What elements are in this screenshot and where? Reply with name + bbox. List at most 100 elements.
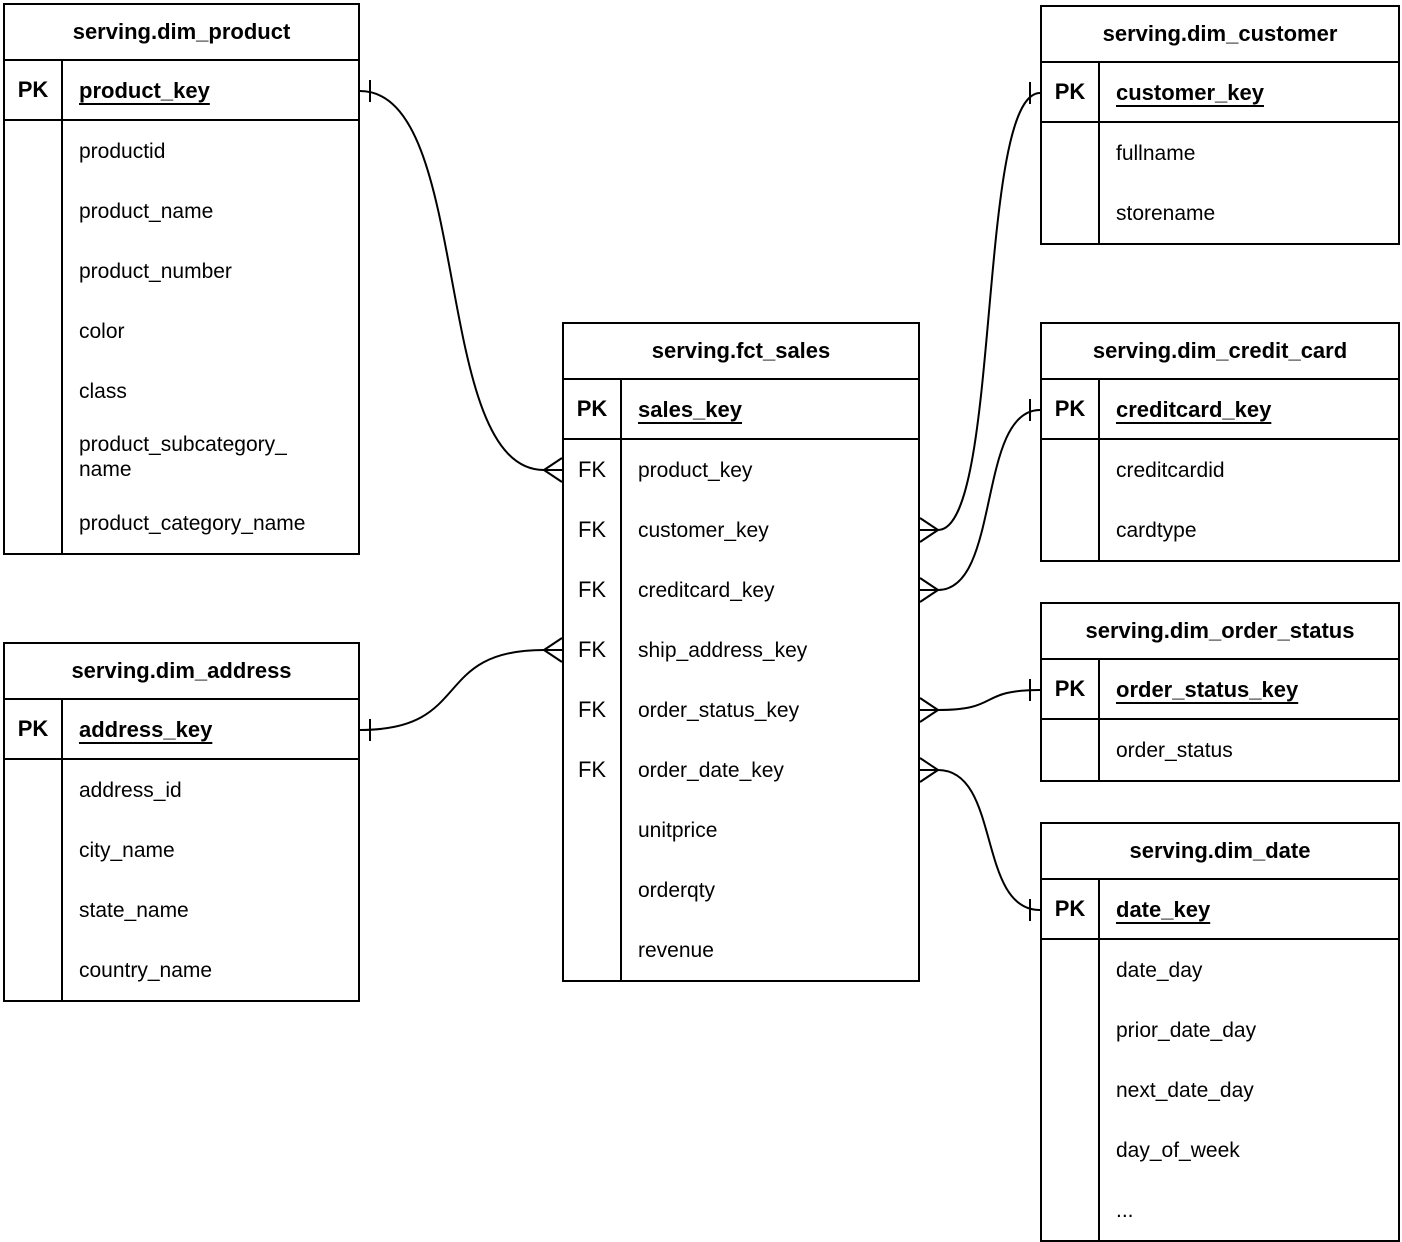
key-cell-empty (5, 820, 63, 880)
field-name: customer_key (638, 518, 769, 542)
relationship-dim-credit-card-creditcard_key (919, 399, 1041, 603)
key-cell-empty (1042, 1000, 1100, 1060)
field-row: class (5, 361, 358, 421)
field-name: ship_address_key (638, 638, 808, 662)
field-name: productid (79, 139, 166, 163)
field-name: product_number (79, 259, 232, 283)
field-row: ... (1042, 1180, 1398, 1240)
relationship-line (937, 409, 1041, 591)
field-name: cardtype (1116, 518, 1197, 542)
field-row: unitprice (564, 800, 918, 860)
field-row: product_category_name (5, 493, 358, 553)
fk-label: FK (564, 500, 622, 560)
field-row: FK order_date_key (564, 740, 918, 800)
field-row: product_subcategory_ name (5, 421, 358, 493)
field-name: creditcard_key (1116, 396, 1272, 422)
field-name: state_name (79, 898, 189, 922)
relationship-dim-product-product_key (359, 80, 563, 483)
field-name: product_key (79, 77, 210, 103)
field-row: fullname (1042, 123, 1398, 183)
field-row: day_of_week (1042, 1120, 1398, 1180)
fk-label: FK (564, 440, 622, 500)
field-row: next_date_day (1042, 1060, 1398, 1120)
key-cell-empty (5, 760, 63, 820)
field-name: revenue (638, 938, 714, 962)
field-name: ... (1116, 1198, 1134, 1222)
relationship-line (937, 769, 1041, 911)
fk-label: FK (564, 560, 622, 620)
field-name: creditcard_key (638, 578, 775, 602)
field-name: date_day (1116, 958, 1203, 982)
field-row: city_name (5, 820, 358, 880)
field-row: color (5, 301, 358, 361)
key-cell-empty (1042, 1060, 1100, 1120)
field-name: storename (1116, 201, 1216, 225)
key-cell-empty (1042, 123, 1100, 183)
key-cell-empty (5, 361, 63, 421)
key-cell-empty (564, 860, 622, 920)
relationship-line (937, 689, 1041, 711)
field-row: FK customer_key (564, 500, 918, 560)
fk-label: FK (564, 740, 622, 800)
relationship-line (937, 92, 1041, 531)
field-name: product_name (79, 199, 214, 223)
pk-row: PK creditcard_key (1042, 380, 1398, 440)
key-cell-empty (1042, 440, 1100, 500)
field-row: product_name (5, 181, 358, 241)
entity-title: serving.dim_credit_card (1042, 324, 1398, 380)
field-row: prior_date_day (1042, 1000, 1398, 1060)
field-name: sales_key (638, 396, 742, 422)
field-row: order_status (1042, 720, 1398, 780)
field-name: class (79, 379, 127, 403)
key-cell-empty (5, 121, 63, 181)
field-name: order_status (1116, 738, 1233, 762)
field-row: product_number (5, 241, 358, 301)
key-cell-empty (5, 241, 63, 301)
key-cell-empty (5, 421, 63, 493)
key-cell-empty (5, 940, 63, 1000)
field-name: unitprice (638, 818, 718, 842)
pk-label: PK (5, 700, 63, 758)
relationship-dim-address-ship_address_key (359, 637, 563, 741)
pk-row: PK address_key (5, 700, 358, 760)
key-cell-empty (5, 880, 63, 940)
field-name: color (79, 319, 125, 343)
field-name: fullname (1116, 141, 1196, 165)
relationship-dim-order-status-order_status_key (919, 679, 1041, 723)
field-name: product_category_name (79, 511, 306, 535)
key-cell-empty (1042, 183, 1100, 243)
relationship-line (359, 90, 545, 471)
entity-title: serving.dim_date (1042, 824, 1398, 880)
field-name: product_key (638, 458, 753, 482)
pk-label: PK (1042, 660, 1100, 718)
entity-title: serving.dim_customer (1042, 7, 1398, 63)
pk-row: PK order_status_key (1042, 660, 1398, 720)
field-name: orderqty (638, 878, 716, 902)
field-row: creditcardid (1042, 440, 1398, 500)
field-name: order_status_key (1116, 676, 1299, 702)
field-row: FK ship_address_key (564, 620, 918, 680)
field-name: order_date_key (638, 758, 784, 782)
field-row: address_id (5, 760, 358, 820)
field-name: next_date_day (1116, 1078, 1254, 1102)
field-row: FK creditcard_key (564, 560, 918, 620)
entity-title: serving.dim_address (5, 644, 358, 700)
pk-label: PK (1042, 380, 1100, 438)
fk-label: FK (564, 620, 622, 680)
field-row: orderqty (564, 860, 918, 920)
field-name: address_key (79, 716, 213, 742)
key-cell-empty (564, 800, 622, 860)
key-cell-empty (1042, 720, 1100, 780)
entity-title: serving.fct_sales (564, 324, 918, 380)
